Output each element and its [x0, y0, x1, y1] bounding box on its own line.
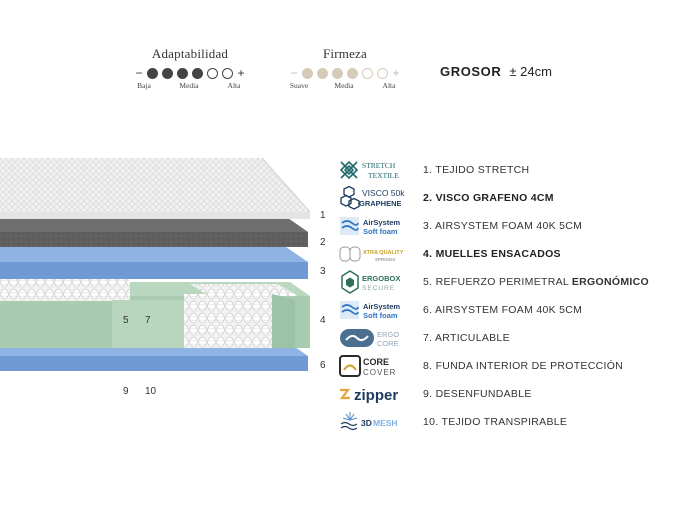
adaptabilidad-dot-1 [147, 67, 158, 79]
list-item: 3D MESH 10. TEJIDO TRANSPIRABLE [338, 408, 649, 436]
adaptabilidad-label-low: Baja [137, 81, 151, 90]
layer-pocket-springs [0, 279, 310, 348]
feature-text-6: 6. AIRSYSTEM FOAM 40K 5CM [423, 304, 583, 316]
zipper-logo-text: zipper [354, 387, 398, 404]
adaptabilidad-dot-4 [192, 67, 203, 79]
firmeza-dot-2 [317, 67, 328, 79]
feature-text-7: 7. ARTICULABLE [423, 332, 510, 344]
list-item: STRETCH TEXTILE 1. TEJIDO STRETCH [338, 156, 649, 184]
adaptabilidad-dots: − + [124, 65, 256, 81]
ergobox-secure-logo: ERGOBOX SECURE [338, 269, 410, 295]
3d-mesh-logo-text-2: MESH [373, 418, 398, 428]
layer-number-2: 2 [320, 237, 326, 248]
feature-text-8: 8. FUNDA INTERIOR DE PROTECCIÓN [423, 360, 624, 372]
layer-number-7: 7 [145, 315, 151, 326]
airsystem-logo: AirSystem Soft foam [338, 297, 410, 323]
firmeza-dot-4 [347, 67, 358, 79]
firmeza-label-low: Suave [289, 81, 309, 90]
layer-number-10: 10 [145, 386, 157, 397]
firmeza-dot-3 [332, 67, 343, 79]
adaptabilidad-dot-2 [162, 67, 173, 79]
feature-text-9: 9. DESENFUNDABLE [423, 388, 532, 400]
firmeza-label-high: Alta [382, 81, 396, 90]
adaptabilidad-label-high: Alta [227, 81, 241, 90]
adaptabilidad-label-mid: Media [179, 81, 199, 90]
firmeza-scale: Firmeza − + Suave Media Alta [279, 46, 411, 91]
adaptabilidad-dot-5 [207, 67, 218, 79]
airsystem-logo-text-2: Soft foam [363, 227, 398, 236]
layer-number-5: 5 [123, 315, 129, 326]
stretch-textile-logo-text-1: STRETCH [362, 161, 396, 170]
feature-text-1: 1. TEJIDO STRETCH [423, 164, 530, 176]
core-cover-logo-text-1: CORE [363, 357, 389, 367]
minus-sign: − [135, 66, 143, 80]
airsystem-logo-text-1: AirSystem [363, 302, 400, 311]
core-cover-logo: CORE COVER [338, 353, 410, 379]
list-item: AirSystem Soft foam 3. AIRSYSTEM FOAM 40… [338, 212, 649, 240]
airsystem-logo: AirSystem Soft foam [338, 213, 410, 239]
feature-text-5-strong: ERGONÓMICO [571, 276, 649, 288]
feature-text-3: 3. AIRSYSTEM FOAM 40K 5CM [423, 220, 583, 232]
adaptabilidad-dot-6 [222, 67, 233, 79]
airsystem-logo-text-1: AirSystem [363, 218, 400, 227]
plus-sign: + [237, 66, 245, 80]
minus-sign: − [290, 66, 298, 80]
firmeza-title: Firmeza [323, 46, 367, 61]
layer-stretch-textile [0, 157, 311, 219]
list-item: ERGOBOX SECURE 5. REFUERZO PERIMETRAL ER… [338, 268, 649, 296]
plus-sign: + [392, 66, 400, 80]
ergobox-logo-text-2: SECURE [362, 285, 395, 292]
grosor-value: ± 24cm [509, 64, 552, 79]
layer-visco-graphene [0, 218, 308, 247]
ergo-core-logo-text-1: ERGO [377, 330, 399, 339]
feature-text-10: 10. TEJIDO TRANSPIRABLE [423, 416, 568, 428]
adaptabilidad-title: Adaptabilidad [151, 46, 229, 61]
xtra-quality-logo-text-2: SPRINGS [375, 257, 395, 262]
feature-text-5-main: 5. REFUERZO PERIMETRAL [423, 276, 572, 288]
airsystem-logo-text-2: Soft foam [363, 311, 398, 320]
ergo-core-logo: ERGO CORE [338, 325, 410, 351]
adaptabilidad-dot-3 [177, 67, 188, 79]
layer-number-3: 3 [320, 266, 326, 277]
firmeza-dot-1 [302, 67, 313, 79]
grosor-spec: GROSOR ± 24cm [440, 64, 552, 79]
list-item: CORE COVER 8. FUNDA INTERIOR DE PROTECCI… [338, 352, 649, 380]
ergobox-logo-text-1: ERGOBOX [362, 274, 400, 283]
xtra-quality-logo-text-1: XTRA QUALITY [363, 250, 404, 256]
adaptabilidad-scale: Adaptabilidad − + Baja Media Alta [124, 46, 256, 91]
firmeza-label-mid: Media [334, 81, 354, 90]
layer-airsystem-top [0, 247, 308, 279]
3d-mesh-logo-text-1: 3D [361, 418, 372, 428]
mattress-layers-illustration [0, 157, 311, 371]
core-cover-logo-text-2: COVER [363, 368, 396, 377]
visco-graphene-logo-text-1: VISCO 50k [362, 188, 405, 198]
stretch-textile-logo: STRETCH TEXTILE [338, 157, 410, 183]
feature-list: STRETCH TEXTILE 1. TEJIDO STRETCH VISCO … [338, 156, 649, 436]
firmeza-dots: − + [279, 65, 411, 81]
feature-text-4: 4. MUELLES ENSACADOS [423, 248, 561, 260]
visco-graphene-logo: VISCO 50k GRAPHENE [338, 185, 410, 211]
layer-number-1: 1 [320, 210, 326, 221]
feature-text-5: 5. REFUERZO PERIMETRAL ERGONÓMICO [423, 276, 649, 288]
feature-text-2: 2. VISCO GRAFENO 4CM [423, 192, 554, 204]
grosor-label: GROSOR [440, 64, 502, 79]
3d-mesh-logo: 3D MESH [338, 409, 410, 435]
list-item: XTRA QUALITY SPRINGS 4. MUELLES ENSACADO… [338, 240, 649, 268]
layer-number-4: 4 [320, 315, 326, 326]
firmeza-dot-5 [362, 67, 373, 79]
layer-number-6: 6 [320, 360, 326, 371]
zipper-logo: zipper [338, 381, 410, 407]
firmeza-dot-6 [377, 67, 388, 79]
list-item: VISCO 50k GRAPHENE 2. VISCO GRAFENO 4CM [338, 184, 649, 212]
layer-number-9: 9 [123, 386, 129, 397]
stretch-textile-logo-text-2: TEXTILE [368, 171, 399, 180]
list-item: AirSystem Soft foam 6. AIRSYSTEM FOAM 40… [338, 296, 649, 324]
visco-graphene-logo-text-2: GRAPHENE [359, 199, 402, 208]
list-item: zipper 9. DESENFUNDABLE [338, 380, 649, 408]
ergo-core-logo-text-2: CORE [377, 339, 399, 348]
list-item: ERGO CORE 7. ARTICULABLE [338, 324, 649, 352]
xtra-quality-springs-logo: XTRA QUALITY SPRINGS [338, 241, 410, 267]
